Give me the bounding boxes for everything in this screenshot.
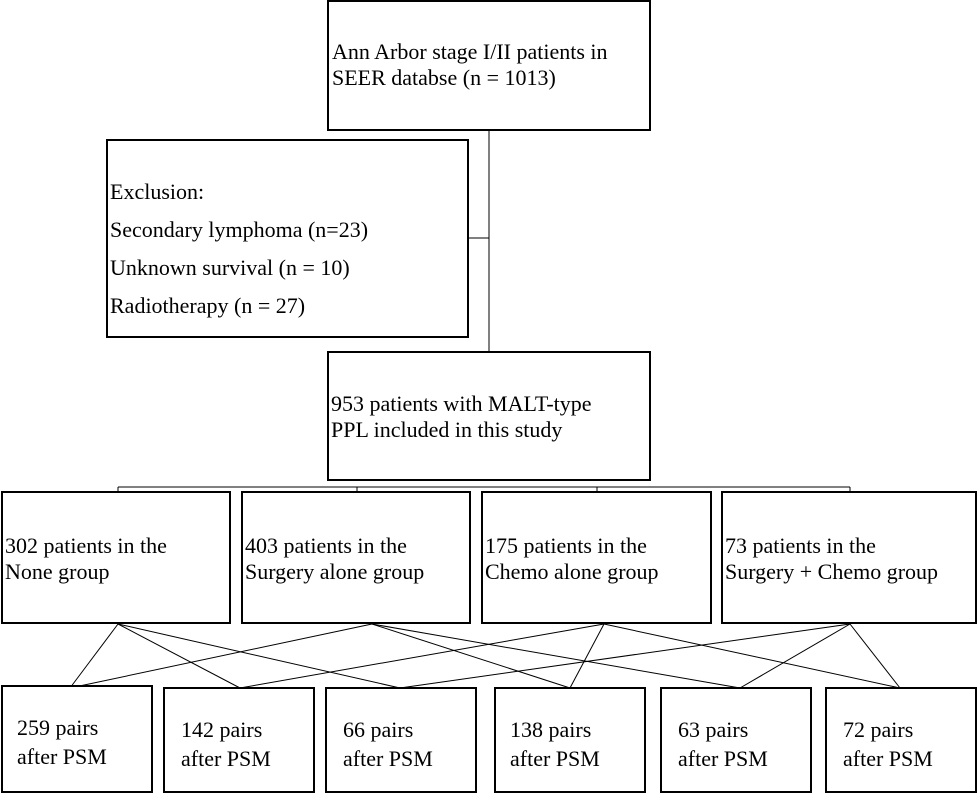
seer-patients-box: Ann Arbor stage I/II patients in SEER da…: [327, 0, 651, 131]
pairs-box-5-count: 63 pairs: [678, 717, 749, 742]
included-patients-box: 953 patients with MALT-type PPL included…: [327, 351, 651, 481]
exclusion-item-radiotherapy: Radiotherapy (n = 27): [110, 293, 306, 318]
seer-box-line-2: SEER databse (n = 1013): [332, 65, 556, 90]
pairs-box-1-label: after PSM: [17, 744, 107, 769]
group-surgery-chemo-box: 73 patients in the Surgery + Chemo group: [721, 491, 977, 624]
group-surgery-chemo-line-1: 73 patients in the: [725, 533, 876, 558]
group-none-line-2: None group: [5, 559, 110, 584]
group-surgery-chemo-line-2: Surgery + Chemo group: [725, 559, 939, 584]
group-none-line-1: 302 patients in the: [5, 533, 167, 558]
group-chemo-alone-box: 175 patients in the Chemo alone group: [481, 491, 712, 624]
pairs-box-5-label: after PSM: [678, 746, 768, 771]
pairs-box-3-label: after PSM: [343, 746, 433, 771]
pairs-box-3: 66 pairs after PSM: [325, 687, 477, 793]
group-surgery-alone-box: 403 patients in the Surgery alone group: [241, 491, 471, 624]
pairs-box-4: 138 pairs after PSM: [494, 687, 646, 793]
pairs-box-2-count: 142 pairs: [181, 717, 263, 742]
pairs-box-4-label: after PSM: [510, 746, 600, 771]
pairs-box-6-count: 72 pairs: [843, 717, 914, 742]
exclusion-heading: Exclusion:: [110, 179, 205, 204]
pairs-box-1: 259 pairs after PSM: [1, 685, 153, 793]
group-chemo-alone-line-1: 175 patients in the: [485, 533, 647, 558]
exclusion-box: Exclusion: Secondary lymphoma (n=23) Unk…: [106, 139, 469, 338]
pairs-box-3-count: 66 pairs: [343, 717, 414, 742]
pairs-box-5: 63 pairs after PSM: [660, 687, 812, 793]
included-box-line-1: 953 patients with MALT-type: [331, 391, 592, 416]
pairs-box-4-count: 138 pairs: [510, 717, 592, 742]
pairs-box-6: 72 pairs after PSM: [825, 687, 977, 793]
included-box-line-2: PPL included in this study: [331, 417, 563, 442]
pairs-box-2: 142 pairs after PSM: [163, 687, 315, 793]
exclusion-item-unknown-survival: Unknown survival (n = 10): [110, 255, 350, 280]
exclusion-item-secondary-lymphoma: Secondary lymphoma (n=23): [110, 217, 369, 242]
group-none-box: 302 patients in the None group: [1, 491, 231, 624]
pairs-box-2-label: after PSM: [181, 746, 271, 771]
pairs-box-6-label: after PSM: [843, 746, 933, 771]
pairs-box-1-count: 259 pairs: [17, 715, 99, 740]
seer-box-line-1: Ann Arbor stage I/II patients in: [332, 39, 608, 64]
group-surgery-alone-line-2: Surgery alone group: [245, 559, 425, 584]
group-surgery-alone-line-1: 403 patients in the: [245, 533, 407, 558]
group-chemo-alone-line-2: Chemo alone group: [485, 559, 659, 584]
